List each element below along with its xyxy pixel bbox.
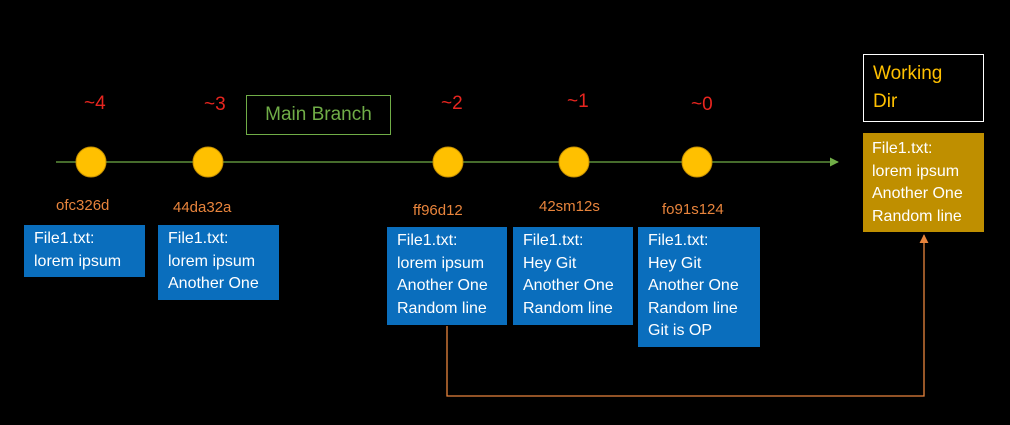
file-line: Random line xyxy=(648,299,738,317)
working-dir-title-line: Dir xyxy=(873,91,898,112)
commit-dot[interactable] xyxy=(192,146,224,178)
file-line: File1.txt: xyxy=(523,232,584,249)
commit-relative-ref: ~0 xyxy=(691,94,713,115)
working-dir-link-arrow xyxy=(446,234,929,397)
file-line: Another One xyxy=(168,275,259,292)
commit-hash: ff96d12 xyxy=(413,202,463,219)
commit-file-box: File1.txt: lorem ipsum xyxy=(24,225,145,277)
working-dir-file-box: File1.txt: lorem ipsum Another One Rando… xyxy=(863,133,984,232)
working-dir-title: Working Dir xyxy=(863,54,984,122)
commit-dot[interactable] xyxy=(558,146,590,178)
file-line: File1.txt: xyxy=(648,232,709,249)
commit-file-box: File1.txt: Hey Git Another One Random li… xyxy=(513,227,633,325)
file-line: Another One xyxy=(397,277,488,294)
file-line: Hey Git xyxy=(523,254,577,272)
commit-relative-ref: ~4 xyxy=(84,93,106,114)
commit-file-box: File1.txt: lorem ipsum Another One xyxy=(158,225,279,300)
commit-hash: fo91s124 xyxy=(662,201,724,218)
commit-hash: ofc326d xyxy=(56,197,110,214)
file-line: File1.txt: xyxy=(168,230,229,247)
file-line: File1.txt: xyxy=(397,232,458,249)
working-dir-title-line: Working xyxy=(873,63,943,84)
file-line: Random line xyxy=(872,207,962,225)
file-line: Git is OP xyxy=(648,322,713,339)
commit-relative-ref: ~2 xyxy=(441,93,463,114)
file-line: lorem ipsum xyxy=(872,162,960,180)
file-line: lorem ipsum xyxy=(168,252,256,270)
commit-hash: 42sm12s xyxy=(539,198,600,215)
commit-file-box: File1.txt: Hey Git Another One Random li… xyxy=(638,227,760,347)
file-line: File1.txt: xyxy=(872,140,933,157)
file-line: lorem ipsum xyxy=(34,252,122,270)
commit-dot[interactable] xyxy=(681,146,713,178)
commit-dot[interactable] xyxy=(75,146,107,178)
file-line: Another One xyxy=(872,185,963,202)
file-line: Hey Git xyxy=(648,254,702,272)
file-line: lorem ipsum xyxy=(397,254,485,272)
main-branch-label: Main Branch xyxy=(246,95,391,135)
commit-relative-ref: ~1 xyxy=(567,91,589,112)
file-line: File1.txt: xyxy=(34,230,95,247)
file-line: Random line xyxy=(523,299,613,317)
commit-hash: 44da32a xyxy=(173,199,232,216)
file-line: Another One xyxy=(648,277,739,294)
file-line: Another One xyxy=(523,277,614,294)
commit-file-box: File1.txt: lorem ipsum Another One Rando… xyxy=(387,227,507,325)
file-line: Random line xyxy=(397,299,487,317)
commit-relative-ref: ~3 xyxy=(204,94,226,115)
commit-dot[interactable] xyxy=(432,146,464,178)
